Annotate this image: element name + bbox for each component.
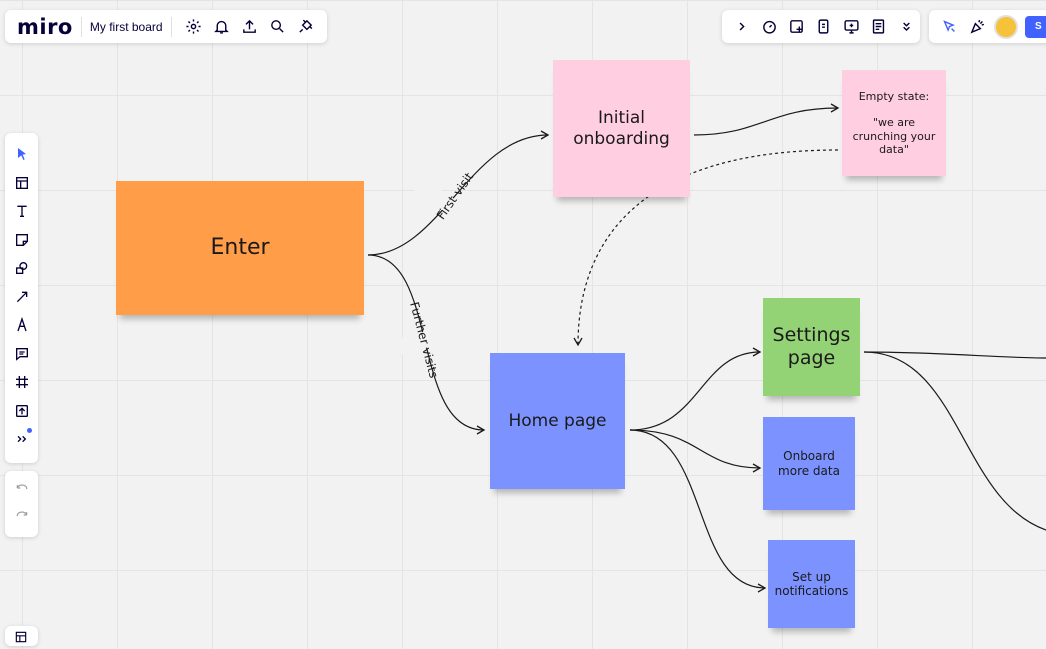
shapes-icon[interactable]	[11, 257, 33, 279]
templates-icon[interactable]	[11, 172, 33, 194]
collaboration-toolbar: S	[929, 10, 1046, 43]
add-frame-icon[interactable]	[787, 17, 806, 37]
sticky-settings-page[interactable]: Settings page	[763, 298, 860, 396]
sticky-empty-state[interactable]: Empty state: "we are crunching your data…	[842, 70, 946, 176]
miro-logo[interactable]: miro	[17, 14, 73, 39]
pen-icon[interactable]	[11, 314, 33, 336]
timer-icon[interactable]	[759, 17, 778, 37]
divider	[170, 16, 172, 37]
connector-home-onboard[interactable]	[629, 429, 762, 473]
settings-gear-icon[interactable]	[184, 17, 204, 37]
sticky-onboard-more-data[interactable]: Onboard more data	[763, 417, 855, 510]
panel-icon	[15, 631, 27, 643]
board-name[interactable]: My first board	[89, 19, 163, 34]
share-button[interactable]: S	[1025, 15, 1046, 38]
arrow-pen-icon[interactable]	[11, 286, 33, 308]
text-icon[interactable]	[11, 200, 33, 222]
undo-icon[interactable]	[15, 481, 29, 500]
sticky-enter[interactable]: Enter	[116, 181, 364, 315]
undo-redo-toolbar	[5, 471, 38, 537]
sticky-initial-onboarding[interactable]: Initial onboarding	[553, 60, 690, 197]
redo-icon[interactable]	[15, 508, 29, 527]
connector-initial-empty[interactable]	[693, 103, 840, 136]
connector-home-notifications[interactable]	[629, 429, 767, 593]
divider	[80, 16, 82, 37]
connector-enter-initial[interactable]	[367, 130, 550, 256]
card-icon[interactable]	[814, 17, 833, 37]
board-panel-toggle[interactable]	[5, 626, 38, 646]
screen-share-icon[interactable]	[842, 17, 861, 37]
sticky-note-icon[interactable]	[11, 229, 33, 251]
connector-home-settings[interactable]	[629, 347, 762, 431]
bell-icon[interactable]	[212, 17, 232, 37]
top-right-toolbar	[722, 10, 920, 43]
top-left-toolbar: miro My first board	[5, 10, 327, 43]
more-tools-icon[interactable]	[11, 428, 33, 450]
upload-board-icon[interactable]	[11, 400, 33, 422]
notes-icon[interactable]	[869, 17, 888, 37]
connector-settings-right1[interactable]	[863, 351, 1046, 359]
connector-empty-home[interactable]	[573, 149, 839, 347]
search-icon[interactable]	[268, 17, 288, 37]
upload-icon[interactable]	[240, 17, 260, 37]
avatar[interactable]	[994, 14, 1018, 39]
plug-icon[interactable]	[296, 17, 316, 37]
notification-dot	[26, 428, 32, 433]
connector-settings-right2[interactable]	[863, 351, 1046, 531]
cursor-icon[interactable]	[11, 143, 33, 165]
left-toolbar	[5, 133, 38, 463]
more-down-icon[interactable]	[897, 17, 916, 37]
frame-icon[interactable]	[11, 371, 33, 393]
celebrate-icon[interactable]	[967, 17, 987, 37]
pointer-reactions-icon[interactable]	[939, 17, 959, 37]
sticky-home-page[interactable]: Home page	[490, 353, 625, 489]
comment-icon[interactable]	[11, 343, 33, 365]
chevron-right-icon[interactable]	[732, 17, 751, 37]
sticky-set-up-notifications[interactable]: Set up notifications	[768, 540, 855, 628]
